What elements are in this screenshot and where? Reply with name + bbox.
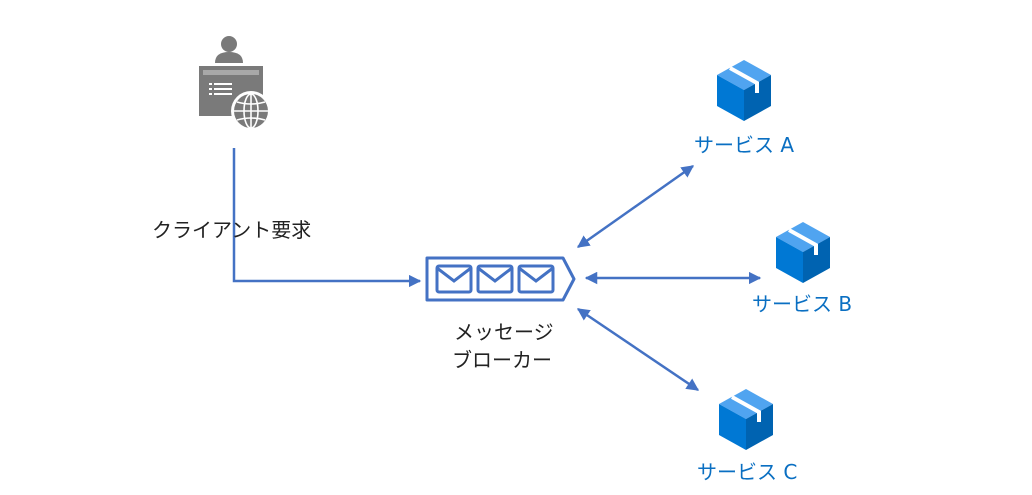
service-c-label: サービス C (697, 460, 798, 484)
service-c-arrow (576, 307, 700, 392)
message-queue-icon (425, 256, 576, 302)
envelope-icon (435, 264, 473, 294)
service-a-arrow (576, 164, 695, 249)
envelope-icon (476, 264, 514, 294)
service-a-label: サービス A (694, 133, 795, 157)
cube-icon (776, 222, 830, 283)
message-broker-label-line2: ブローカー (452, 348, 552, 372)
client-request-label: クライアント要求 (152, 218, 312, 242)
envelope-icon (517, 264, 555, 294)
client-computer-globe-icon (199, 36, 271, 131)
cube-icon (717, 60, 771, 121)
message-broker-label-line1: メッセージ (454, 320, 554, 344)
service-b-label: サービス B (752, 292, 853, 316)
cube-icon (719, 389, 773, 450)
client-request-arrow (232, 148, 422, 288)
